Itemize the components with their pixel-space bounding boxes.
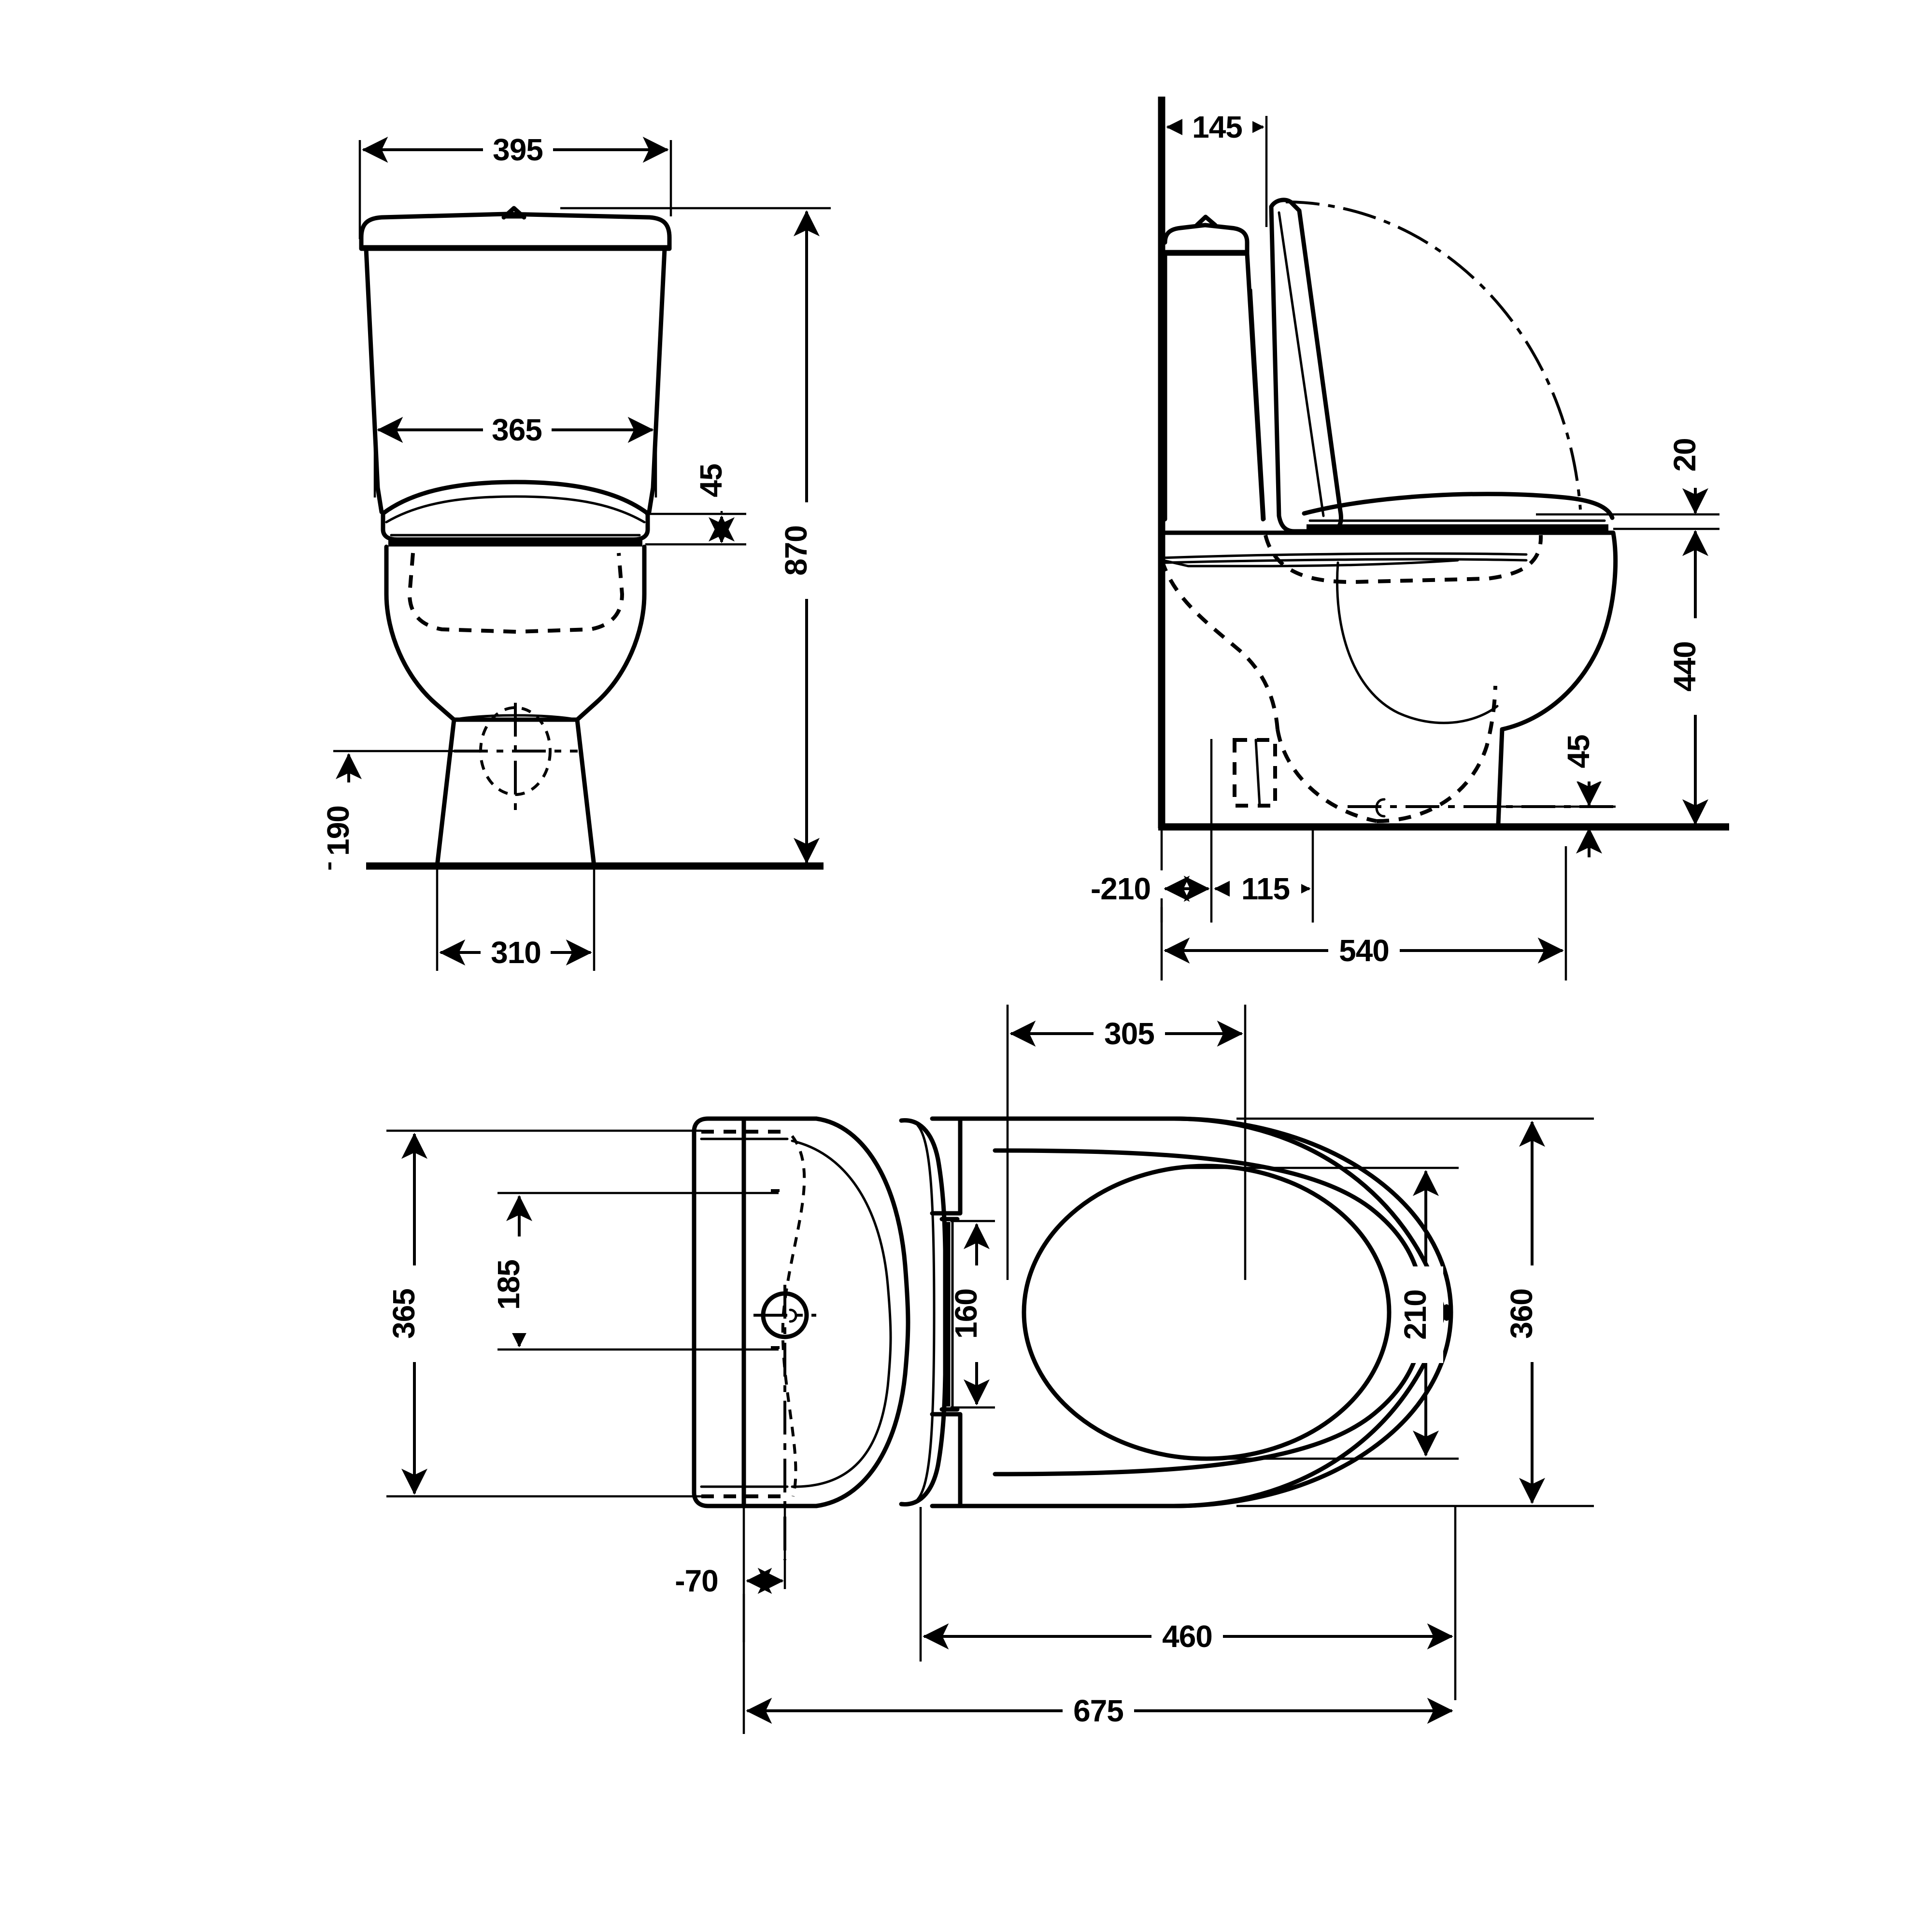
dim-label-305: 305 (1104, 1016, 1154, 1051)
dim-label-310: 310 (491, 935, 541, 970)
bowl-side (1159, 530, 1618, 826)
dim-label-540: 540 (1339, 933, 1389, 968)
dim-label-neg70: -70 (675, 1563, 718, 1598)
seat-lid-open-side (1269, 198, 1343, 534)
dim-label-675: 675 (1073, 1693, 1123, 1728)
seat-side (1302, 492, 1615, 532)
dim-label-20: 20 (1667, 438, 1702, 471)
dim-label-plan-365: 365 (386, 1289, 421, 1339)
cistern-side (1163, 214, 1266, 522)
dim-front-870: 870 (560, 207, 831, 864)
dim-plan-210: 210 (1183, 1166, 1459, 1460)
side-elevation-view: 145 20 440 45 (1077, 97, 1729, 980)
dim-label-neg210: -210 (1091, 871, 1151, 906)
dim-label-460: 460 (1162, 1619, 1212, 1654)
dim-front-310: 310 (436, 866, 596, 971)
dim-front-190: 190 (321, 750, 481, 879)
cistern-body-front (364, 246, 667, 514)
dim-side-145: 145 (1163, 109, 1268, 227)
dim-label-360: 360 (1504, 1289, 1539, 1339)
dim-label-210: 210 (1398, 1290, 1433, 1340)
dim-plan-185: 185 (491, 1192, 779, 1351)
pan-bowl-front (384, 544, 647, 868)
dim-plan-675: 675 (742, 1594, 1453, 1734)
dim-front-395: 395 (358, 131, 672, 239)
dim-plan-360: 360 (1236, 1117, 1594, 1507)
dim-side-210: -210 (1077, 739, 1213, 923)
dim-label-395: 395 (493, 132, 543, 167)
dim-label-190: 190 (321, 806, 355, 856)
dim-plan-460: 460 (919, 1507, 1457, 1700)
dim-label-115: 115 (1241, 871, 1290, 906)
seat-hinge-plan (899, 1116, 963, 1508)
plan-view: 365 185 160 305 (386, 1005, 1594, 1734)
dim-front-45: 45 (645, 449, 746, 546)
lid-swing-arc (1285, 200, 1582, 510)
dim-label-145: 145 (1192, 110, 1242, 144)
dim-side-115: 115 (1214, 827, 1314, 923)
dim-label-160: 160 (949, 1289, 983, 1339)
dim-plan-160: 160 (949, 1220, 995, 1409)
dim-label-45-side: 45 (1561, 735, 1596, 768)
cistern-plan (692, 1116, 819, 1508)
cistern-lid-front (359, 206, 672, 251)
dim-label-870: 870 (779, 526, 813, 576)
dim-label-365: 365 (492, 412, 542, 447)
dim-side-440: 440 (1667, 530, 1713, 825)
dim-side-45: 45 (1468, 720, 1616, 857)
dim-side-540: 540 (1160, 846, 1567, 980)
dim-label-45-front: 45 (694, 464, 728, 497)
dim-plan-305: 305 (1006, 1005, 1247, 1280)
dim-label-440: 440 (1667, 641, 1702, 692)
dim-plan-365: 365 (386, 1129, 701, 1498)
dim-label-185: 185 (491, 1260, 526, 1310)
dim-plan-70: -70 (657, 1506, 786, 1642)
pan-seat-front (381, 480, 650, 547)
dim-front-365: 365 (373, 412, 657, 497)
dim-side-20: 20 (1536, 421, 1719, 530)
bowl-opening-plan (1022, 1164, 1392, 1461)
seat-outline-plan (958, 1116, 1453, 1508)
cistern-back-plan (753, 1116, 910, 1560)
front-elevation-view: 395 365 45 870 (321, 131, 831, 971)
